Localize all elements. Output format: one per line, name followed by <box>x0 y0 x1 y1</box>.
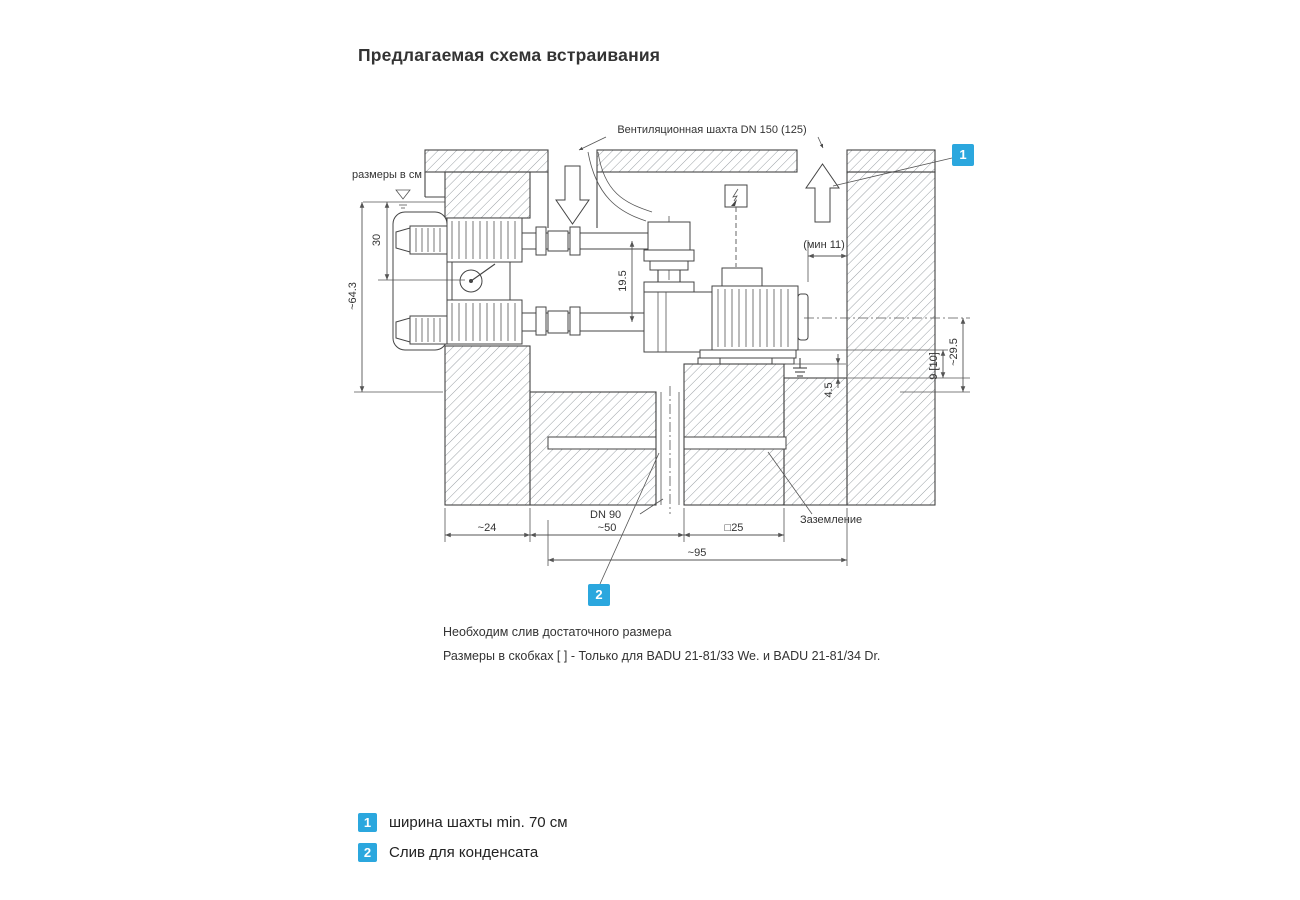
dim-shaft-left: ~50 <box>598 522 617 534</box>
dim-plinth-step: 4.5 <box>823 382 835 397</box>
dim-axis-height: ~29.5 <box>948 338 960 366</box>
return-pipe-bottom <box>522 306 648 336</box>
marker-2-number: 2 <box>595 587 602 602</box>
vent-shaft-callout: Вентиляционная шахта DN 150 (125) <box>578 124 824 151</box>
jet-nozzle-bottom <box>395 315 448 345</box>
dim-shaft-width: ~95 <box>688 547 707 559</box>
lightning-icon <box>731 199 737 206</box>
motor-end-cap <box>797 293 809 341</box>
units-note-label: размеры в см <box>352 169 422 181</box>
drain-pipe-dn90 <box>655 386 685 514</box>
dim-base-height: 9 [10] <box>928 352 940 380</box>
callout-marker-1: 1 <box>832 144 974 187</box>
ground-callout: Заземление <box>767 451 862 526</box>
dim-plinth-width: □25 <box>725 522 744 534</box>
ground-label: Заземление <box>800 514 862 526</box>
dimensions: 30 ~64.3 19.5 (мин 11) 4.5 9 [10] ~29.5 <box>347 202 970 566</box>
dim-min-gap: (мин 11) <box>803 239 845 251</box>
legend-marker-2: 2 <box>358 843 377 862</box>
vent-duct-down <box>547 165 598 228</box>
elbow-union <box>643 216 695 298</box>
pump-motor <box>711 285 799 351</box>
pump-foot-left <box>697 357 721 365</box>
marker-1-number: 1 <box>959 147 966 162</box>
jet-nozzle-top <box>395 225 448 255</box>
pool-wall <box>444 171 531 506</box>
wall-housing-bottom <box>446 299 523 345</box>
callout-marker-2: 2 <box>588 452 660 606</box>
diagram-notes: Необходим слив достаточного размера Разм… <box>443 620 880 668</box>
ground-symbol <box>793 358 807 377</box>
electric-supply-symbol <box>724 184 748 267</box>
jet-unit <box>392 211 523 351</box>
legend-label-2: Слив для конденсата <box>389 844 539 861</box>
dim-wall-width: ~24 <box>478 522 497 534</box>
pump-head <box>643 291 713 353</box>
installation-diagram: размеры в см Вентиляционная шахта DN 150… <box>347 124 974 606</box>
legend-label-1: ширина шахты min. 70 см <box>389 814 568 831</box>
pump <box>643 267 970 365</box>
legend-item-2: 2 Слив для конденсата <box>358 843 568 862</box>
note-line-1: Необходим слив достаточного размера <box>443 625 672 639</box>
pump-foot-right <box>771 357 795 365</box>
legend-marker-1: 1 <box>358 813 377 832</box>
wall-housing-top <box>446 217 523 263</box>
note-line-2: Размеры в скобках [ ] - Только для BADU … <box>443 649 881 663</box>
dim-depth-total: ~64.3 <box>347 282 359 310</box>
pump-base <box>699 349 797 359</box>
vent-duct-up <box>805 163 840 223</box>
unit-valve <box>451 261 511 301</box>
vent-shaft-label: Вентиляционная шахта DN 150 (125) <box>617 124 806 136</box>
cables <box>587 151 653 222</box>
dim-depth-top: 30 <box>371 234 383 246</box>
airflow-down-arrow <box>555 165 590 225</box>
legend: 1 ширина шахты min. 70 см 2 Слив для кон… <box>358 813 568 862</box>
right-wall <box>846 171 936 506</box>
legend-item-1: 1 ширина шахты min. 70 см <box>358 813 568 832</box>
terminal-box <box>721 267 763 287</box>
shaft-floor <box>529 363 848 506</box>
page-title: Предлагаемая схема встраивания <box>358 45 661 65</box>
airflow-up-arrow <box>805 163 840 223</box>
dim-pipe-spacing: 19.5 <box>617 270 629 291</box>
suction-pipe-top <box>522 226 648 256</box>
dim-drain-dn: DN 90 <box>590 509 621 521</box>
ceiling-slab <box>424 149 936 173</box>
water-level-symbol <box>363 172 445 209</box>
